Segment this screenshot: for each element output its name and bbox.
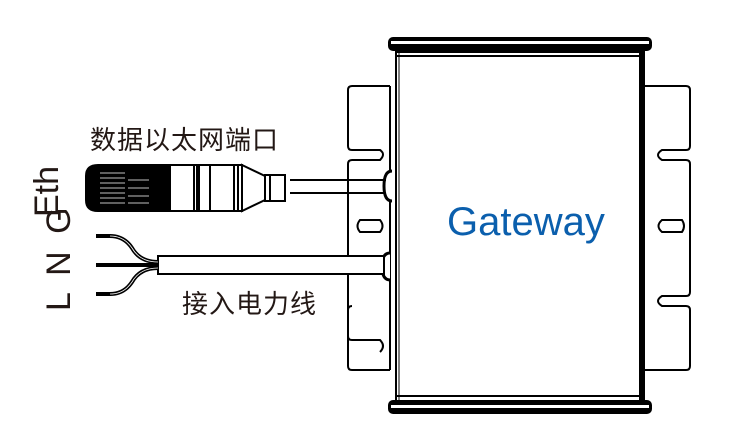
gateway-enclosure [388,37,652,414]
right-mounting-bracket [645,85,691,371]
left-mounting-bracket [347,85,391,371]
ethernet-plug [85,163,286,213]
lng-wire-label: L N G [40,203,78,311]
power-cable [96,234,385,296]
power-line-label: 接入电力线 [182,290,318,320]
gateway-label: Gateway [447,200,605,244]
ethernet-cable [290,179,386,194]
ethernet-port-label: 数据以太网端口 [90,126,280,156]
